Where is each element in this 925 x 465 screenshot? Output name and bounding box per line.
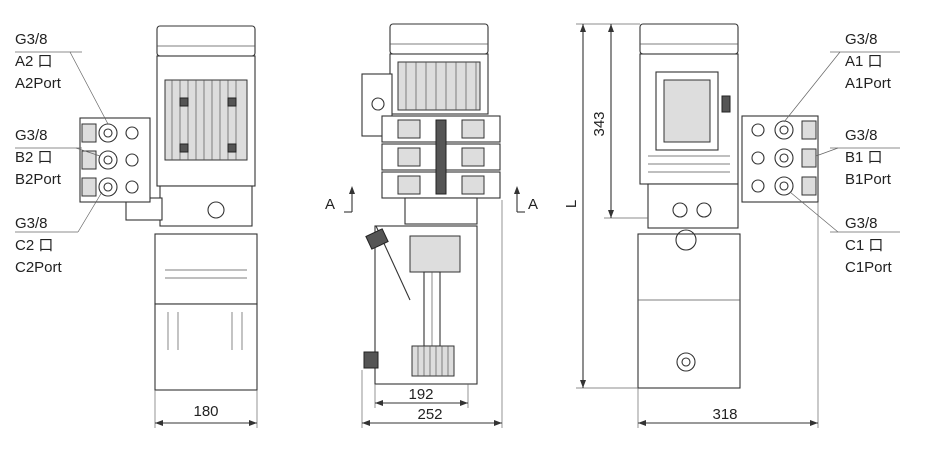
center-inner-dimension: 192 [374,384,469,408]
right-height-value: 343 [591,111,608,136]
section-label-left: A [325,196,335,213]
right-width-value: 318 [712,406,737,423]
right-port-c-code: C1 口 [845,237,883,254]
right-view: G3/8 A1 口 A1Port G3/8 B1 口 B1Port G3/8 C… [563,23,900,428]
left-width-value: 180 [193,403,218,420]
right-port-c-thread: G3/8 [845,215,878,232]
left-manifold [159,185,253,227]
left-view: G3/8 A2 口 A2Port G3/8 B2 口 B2Port G3/8 C… [15,25,258,428]
left-port-fittings [81,123,139,197]
section-marker-left: A [325,186,355,213]
center-outer-dimension: 252 [361,200,503,428]
left-port-a-name: A2Port [15,75,62,92]
right-port-fittings [751,120,817,196]
left-port-a-code: A2 口 [15,53,53,70]
center-valve-stack [381,115,501,199]
left-port-c-code: C2 口 [15,237,53,254]
right-length-value: L [563,200,580,208]
left-tank [154,303,258,391]
right-tank [637,233,741,389]
right-sight-glass [676,352,696,372]
right-height-dimension: 343 [591,23,648,219]
right-port-a-code: A1 口 [845,53,883,70]
left-port-c-name: C2Port [15,259,63,276]
section-marker-right: A [514,186,538,213]
right-port-b-name: B1Port [845,171,892,188]
right-filler-cap [675,229,697,251]
right-port-a-thread: G3/8 [845,31,878,48]
section-label-right: A [528,196,538,213]
center-drain-plug [363,351,379,369]
center-inner-value: 192 [408,386,433,403]
left-port-a-thread: G3/8 [15,31,48,48]
right-motor-cap [639,23,739,55]
center-suction-filter [411,345,455,377]
right-manifold [647,183,739,229]
right-length-dimension: L [563,23,638,389]
left-port-c-thread: G3/8 [15,215,48,232]
center-view: A A 192 252 [325,23,538,428]
left-tank-top [154,233,258,305]
left-width-dimension: 180 [154,390,258,428]
left-port-b-thread: G3/8 [15,127,48,144]
left-motor-cap [156,25,256,57]
left-port-b-code: B2 口 [15,149,53,166]
left-port-b-name: B2Port [15,171,62,188]
right-width-dimension: 318 [637,202,819,428]
right-port-a-name: A1Port [845,75,892,92]
right-port-b-code: B1 口 [845,149,883,166]
center-outer-value: 252 [417,406,442,423]
right-port-c-name: C1Port [845,259,893,276]
right-port-b-thread: G3/8 [845,127,878,144]
center-filler-cap [365,228,389,250]
center-motor-cap [389,23,489,55]
